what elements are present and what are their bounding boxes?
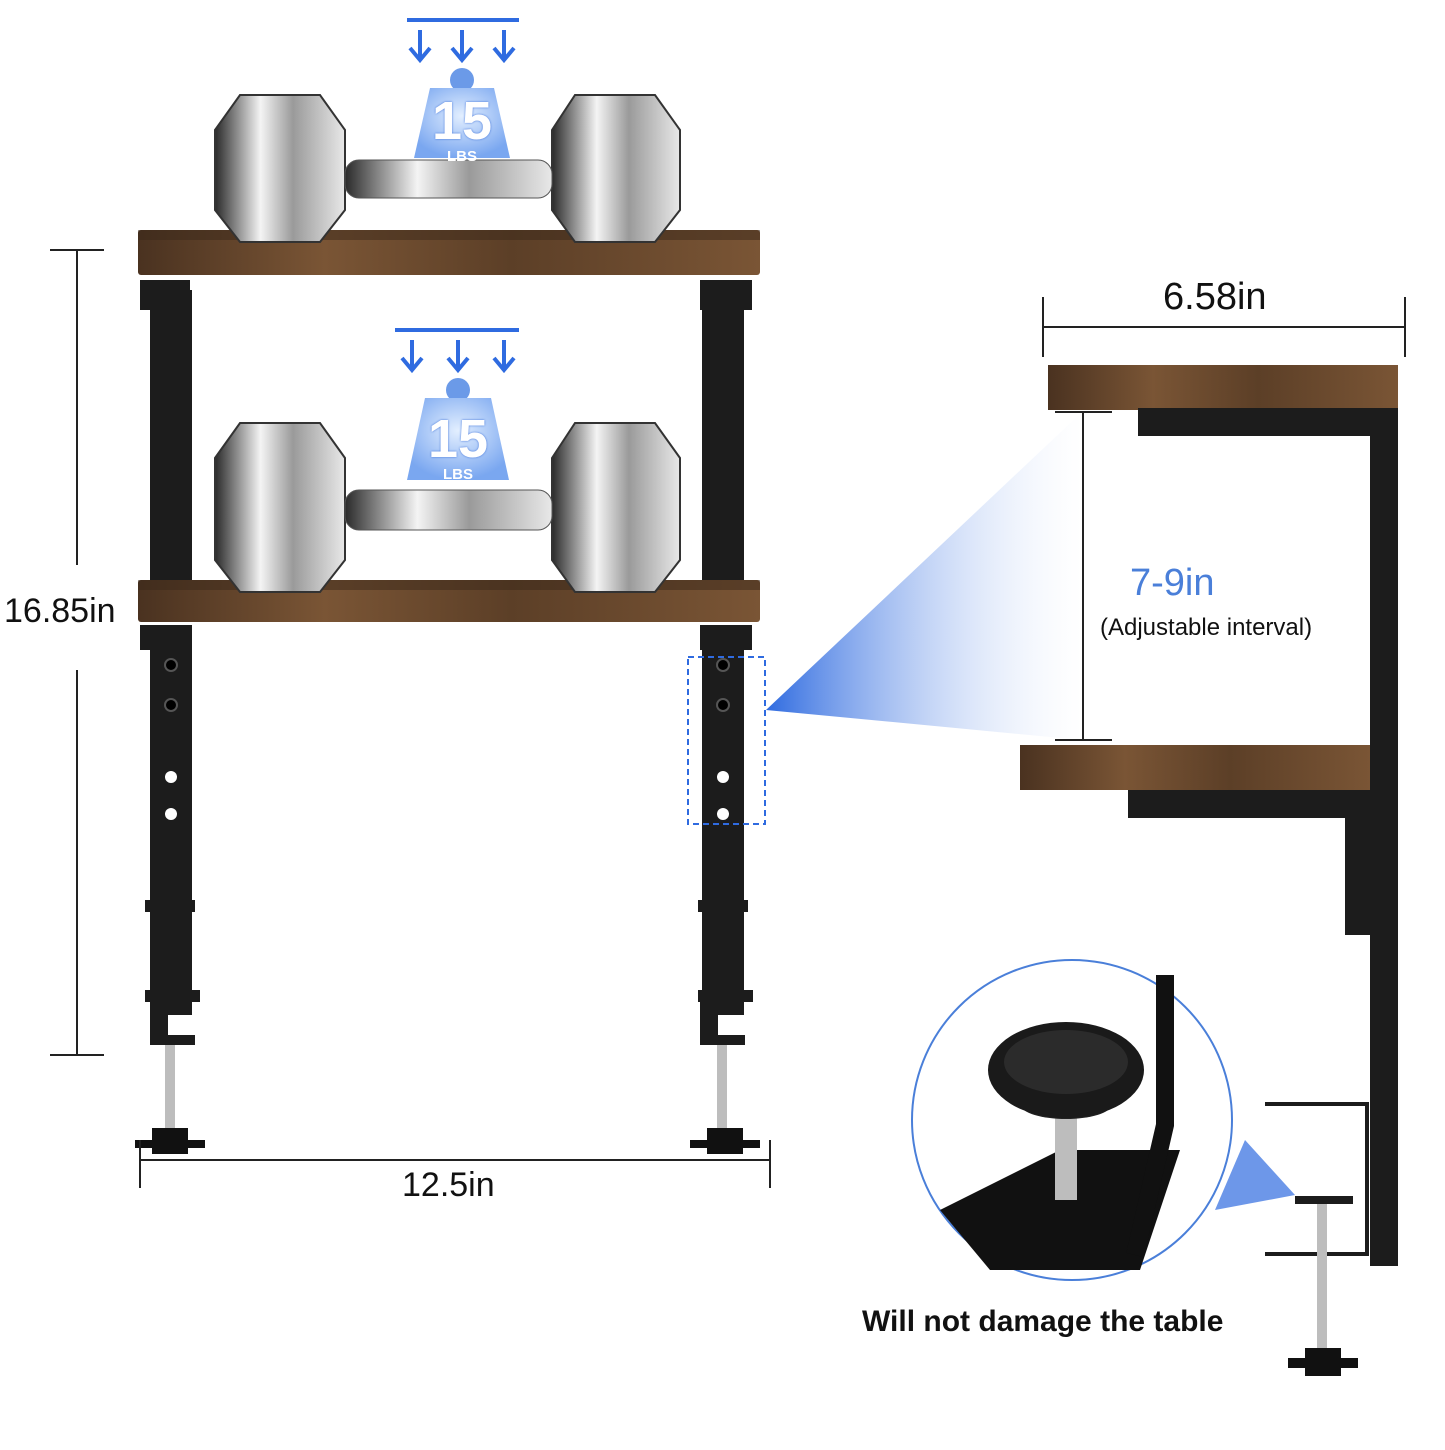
weight-icon-bottom xyxy=(407,378,509,480)
height-dimension-line xyxy=(50,249,104,1056)
depth-label: 6.58in xyxy=(1163,276,1267,318)
adjust-highlight-box xyxy=(687,656,766,825)
depth-dimension-line xyxy=(1042,297,1406,357)
side-clamp-screw xyxy=(1288,1196,1358,1376)
side-post xyxy=(1345,408,1398,1266)
weight-icon-top xyxy=(414,68,510,158)
load-value: 15 xyxy=(427,409,489,469)
dumbbell-bottom xyxy=(214,422,681,593)
shelf-top xyxy=(138,230,760,275)
side-shelf-bottom xyxy=(1020,745,1370,818)
clamp-detail-circle xyxy=(911,959,1233,1281)
load-unit: LBS xyxy=(447,148,477,165)
dumbbell-top xyxy=(214,94,681,243)
load-arrows-bottom xyxy=(395,328,519,374)
side-shelf-top xyxy=(1048,365,1398,436)
width-dimension-line xyxy=(139,1140,771,1188)
caption-text: Will not damage the table xyxy=(862,1305,1224,1338)
load-badge-top: 15 LBS xyxy=(412,80,512,180)
zoom-cone xyxy=(766,412,1082,740)
load-value: 15 xyxy=(431,91,493,151)
side-clamp xyxy=(1265,1102,1369,1256)
interval-dimension-line xyxy=(1055,411,1112,741)
interval-note: (Adjustable interval) xyxy=(1100,614,1313,641)
rack-legs xyxy=(140,280,753,1045)
shelf-bottom xyxy=(138,580,760,622)
detail-zoom-cone xyxy=(1215,1140,1295,1210)
leg-holes xyxy=(164,658,730,820)
load-badge-bottom: 15 LBS xyxy=(408,398,508,498)
load-unit: LBS xyxy=(443,466,473,483)
load-arrows-top xyxy=(407,18,519,64)
height-label: 16.85in xyxy=(4,592,116,630)
width-label: 12.5in xyxy=(402,1166,495,1204)
interval-label: 7-9in xyxy=(1130,562,1215,604)
clamp-screws xyxy=(135,1045,760,1154)
